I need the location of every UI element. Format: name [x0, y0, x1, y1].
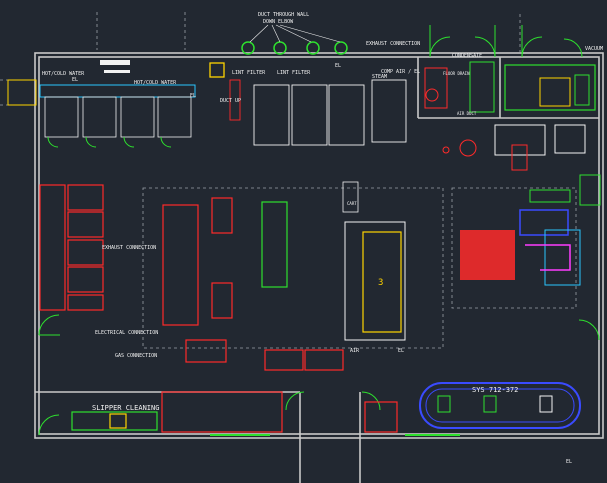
reference-dashes	[0, 12, 577, 349]
water-washers: HOT/COLD WATER HOT/COLD WATER EL EL	[39, 60, 196, 148]
label-el-4: EL	[398, 348, 404, 354]
label-sys: SYS 712-372	[472, 386, 518, 394]
floor-drain-box	[7, 79, 37, 106]
label-air: AIR	[350, 348, 360, 354]
label-el-2: EL	[190, 93, 196, 99]
label-floor-drain: FLOOR DRAIN	[443, 71, 470, 76]
label-el-3: EL	[335, 63, 341, 69]
right-colored-equipment	[460, 189, 581, 286]
central-tables	[162, 197, 288, 326]
conveyor-machine: 3 CART AIR EL	[342, 181, 406, 354]
yellow-panel	[209, 62, 225, 78]
left-tables	[39, 184, 104, 311]
label-vacuum: VACUUM	[585, 46, 603, 52]
label-hot-cold-water-2: HOT/COLD WATER	[134, 80, 177, 86]
outer-walls	[34, 52, 604, 483]
label-electrical-connection: ELECTRICAL CONNECTION	[95, 330, 158, 336]
label-lint-filter-2: LINT FILTER	[277, 70, 311, 76]
sys-oval-conveyor: SYS 712-372 EL	[419, 382, 581, 465]
label-steam: STEAM	[372, 74, 387, 80]
doors	[38, 25, 600, 436]
label-el-5: EL	[566, 459, 572, 465]
label-exhaust-top: EXHAUST CONNECTION	[366, 41, 420, 47]
machine-number: 3	[378, 278, 383, 288]
label-down-elbow: DOWN ELBOW	[263, 19, 294, 25]
label-el-1: EL	[72, 77, 78, 83]
label-air-duct: AIR DUCT	[457, 111, 477, 116]
label-condensate: CONDENSATE	[452, 53, 482, 59]
label-lint-filter-1: LINT FILTER	[232, 70, 266, 76]
label-exhaust-connection: EXHAUST CONNECTION	[102, 245, 156, 251]
label-duct-up: DUCT UP	[220, 98, 241, 104]
bottom-tables	[161, 339, 398, 433]
upper-right-room: FLOOR DRAIN AIR DUCT	[424, 61, 596, 116]
dryers	[229, 79, 407, 146]
label-comp-air: COMP AIR / EL	[381, 69, 420, 75]
label-slipper-cleaning: SLIPPER CLEANING	[92, 404, 159, 412]
label-cart: CART	[347, 201, 357, 206]
label-duct-through-wall: DUCT THROUGH WALL	[258, 12, 309, 18]
slipper-cleaning-station: SLIPPER CLEANING	[71, 404, 159, 431]
label-hot-cold-water-1: HOT/COLD WATER	[42, 71, 85, 77]
label-gas-connection: GAS CONNECTION	[115, 353, 157, 359]
top-labels: DUCT THROUGH WALL DOWN ELBOW EXHAUST CON…	[258, 12, 603, 59]
right-equipment	[442, 124, 601, 206]
duct-leaders	[249, 24, 341, 43]
